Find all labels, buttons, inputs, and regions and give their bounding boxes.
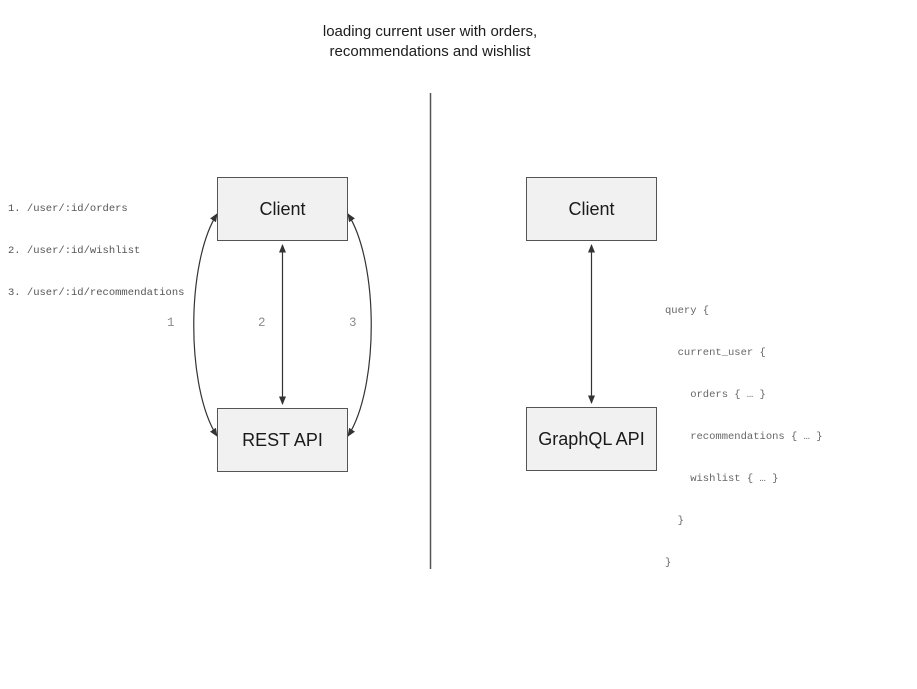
query-line: current_user { [665,347,766,359]
query-line: } [665,515,684,527]
query-line: recommendations { … } [665,431,823,443]
endpoint-recommendations: 3. /user/:id/recommendations [8,287,185,299]
query-line: query { [665,305,710,317]
diagram-title-line2: recommendations and wishlist [329,43,531,60]
rest-api-box: REST API [217,408,348,472]
rest-api-box-label: REST API [242,429,323,450]
query-line: } [665,557,672,569]
diagram-title: loading current user with orders, recomm… [160,22,700,62]
arrow-label-1: 1 [167,316,175,330]
graphql-api-box: GraphQL API [526,407,657,471]
arrow-label-2: 2 [258,316,266,330]
diagram-title-line1: loading current user with orders, [322,23,538,40]
rest-arrow-1-curve [193,213,218,437]
client-box-rest-label: Client [259,198,306,219]
arrow-label-3: 3 [349,316,357,330]
graphql-api-box-label: GraphQL API [538,428,645,449]
rest-arrow-3-curve [347,213,372,437]
query-line: orders { … } [665,389,766,401]
client-box-graphql-label: Client [568,198,615,219]
endpoint-orders: 1. /user/:id/orders [8,203,128,215]
client-box-rest: Client [217,177,348,241]
rest-endpoint-list: 1. /user/:id/orders 2. /user/:id/wishlis… [8,174,184,328]
graphql-query-block: query { current_user { orders { … } reco… [665,276,823,598]
endpoint-wishlist: 2. /user/:id/wishlist [8,245,141,257]
query-line: wishlist { … } [665,473,779,485]
client-box-graphql: Client [526,177,657,241]
